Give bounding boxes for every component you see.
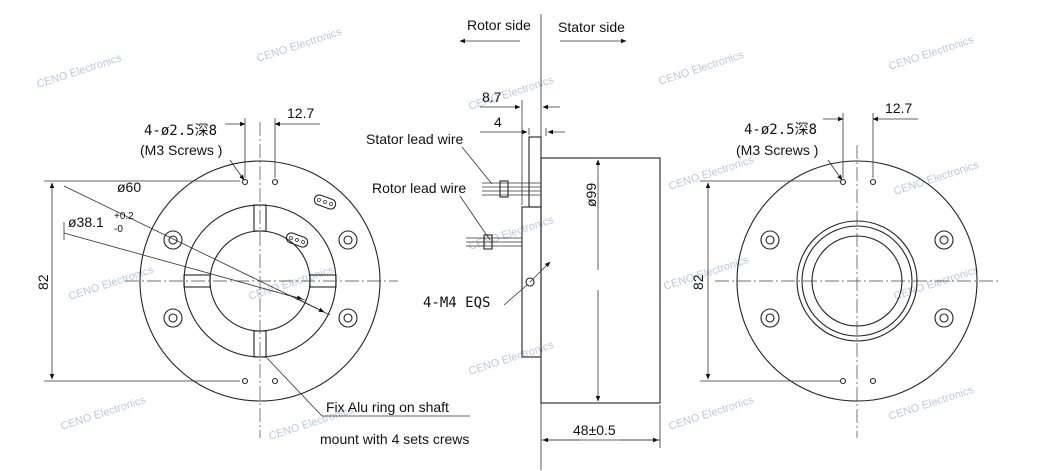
watermark: CENO Electronics [657, 49, 745, 88]
watermark: CENO Electronics [67, 264, 155, 303]
dim-82-right: 82 [690, 274, 706, 290]
watermark: CENO Electronics [887, 34, 975, 73]
rotor-lead-leader [459, 195, 491, 241]
leader-dia-38 [63, 232, 306, 301]
watermarks: CENO Electronics CENO Electronics CENO E… [35, 26, 980, 443]
watermark: CENO Electronics [247, 264, 335, 303]
mount-holes [163, 230, 358, 328]
watermark: CENO Electronics [35, 52, 123, 91]
outer-flange [139, 160, 381, 402]
fix-note-2: mount with 4 sets crews [320, 431, 469, 447]
dim-dia-99: ø99 [583, 183, 599, 207]
holes-note: (M3 Screws ) [736, 142, 818, 158]
watermark: CENO Electronics [59, 394, 147, 433]
watermark: CENO Electronics [887, 384, 975, 423]
stator-flange [528, 136, 542, 208]
watermark: CENO Electronics [892, 159, 980, 198]
ring-slot [183, 274, 211, 288]
dim-8-7: 8.7 [482, 89, 502, 105]
fix-leader [265, 356, 323, 417]
rotor-side-label: Rotor side [467, 17, 531, 33]
watermark: CENO Electronics [467, 214, 555, 253]
ring-slot [253, 204, 267, 232]
dim-dia-38-tol-lower: -0 [114, 224, 123, 235]
mount-holes [760, 230, 954, 328]
dim-dia-38-tol-upper: +0.2 [114, 211, 134, 222]
bore-outer [796, 220, 918, 342]
dim-12-7: 12.7 [885, 100, 912, 116]
eqs-leader [503, 284, 528, 306]
leader-dia-60 [63, 185, 331, 316]
holes-note: (M3 Screws ) [140, 142, 222, 158]
stator-lead-label: Stator lead wire [366, 131, 463, 147]
bore-chamfer [801, 225, 913, 337]
rotor-lead-wires [466, 234, 522, 250]
lead-connector [285, 194, 337, 248]
threaded-holes [839, 178, 877, 385]
fix-note-1: Fix Alu ring on shaft [326, 399, 449, 415]
dim-12-7: 12.7 [287, 105, 314, 121]
dim-4: 4 [494, 114, 502, 130]
dim-length: 48±0.5 [573, 422, 616, 438]
stator-lead-leader [461, 146, 493, 185]
holes-callout: 4-ø2.5深8 [144, 123, 217, 139]
m4-eqs-label: 4-M4 EQS [423, 295, 490, 311]
bore-inner [811, 235, 903, 327]
m4-hole [525, 277, 535, 287]
dim-dia-60: ø60 [117, 179, 141, 195]
ring-slot [309, 274, 337, 288]
threaded-holes [241, 178, 279, 385]
watermark: CENO Electronics [667, 154, 755, 193]
right-view: 12.7 4-ø2.5深8 (M3 Screws ) 82 [690, 100, 1000, 438]
dim-dia-38: ø38.1 [68, 214, 104, 230]
ring-slot [253, 330, 267, 358]
watermark: CENO Electronics [467, 339, 555, 378]
dim-82-left: 82 [35, 274, 51, 290]
stator-side-label: Stator side [558, 19, 625, 35]
left-view: 12.7 4-ø2.5深8 (M3 Screws ) 82 ø60 ø38.1 … [35, 105, 470, 447]
watermark: CENO Electronics [892, 264, 980, 303]
rotor-lead-label: Rotor lead wire [372, 180, 466, 196]
holes-callout: 4-ø2.5深8 [744, 122, 817, 138]
watermark: CENO Electronics [667, 394, 755, 433]
outer-flange [736, 160, 978, 402]
stator-body [540, 157, 661, 404]
stator-lead-wires [482, 180, 541, 198]
watermark: CENO Electronics [255, 26, 343, 65]
side-view: Rotor side Stator side 8.7 4 Stator lead… [366, 14, 661, 470]
